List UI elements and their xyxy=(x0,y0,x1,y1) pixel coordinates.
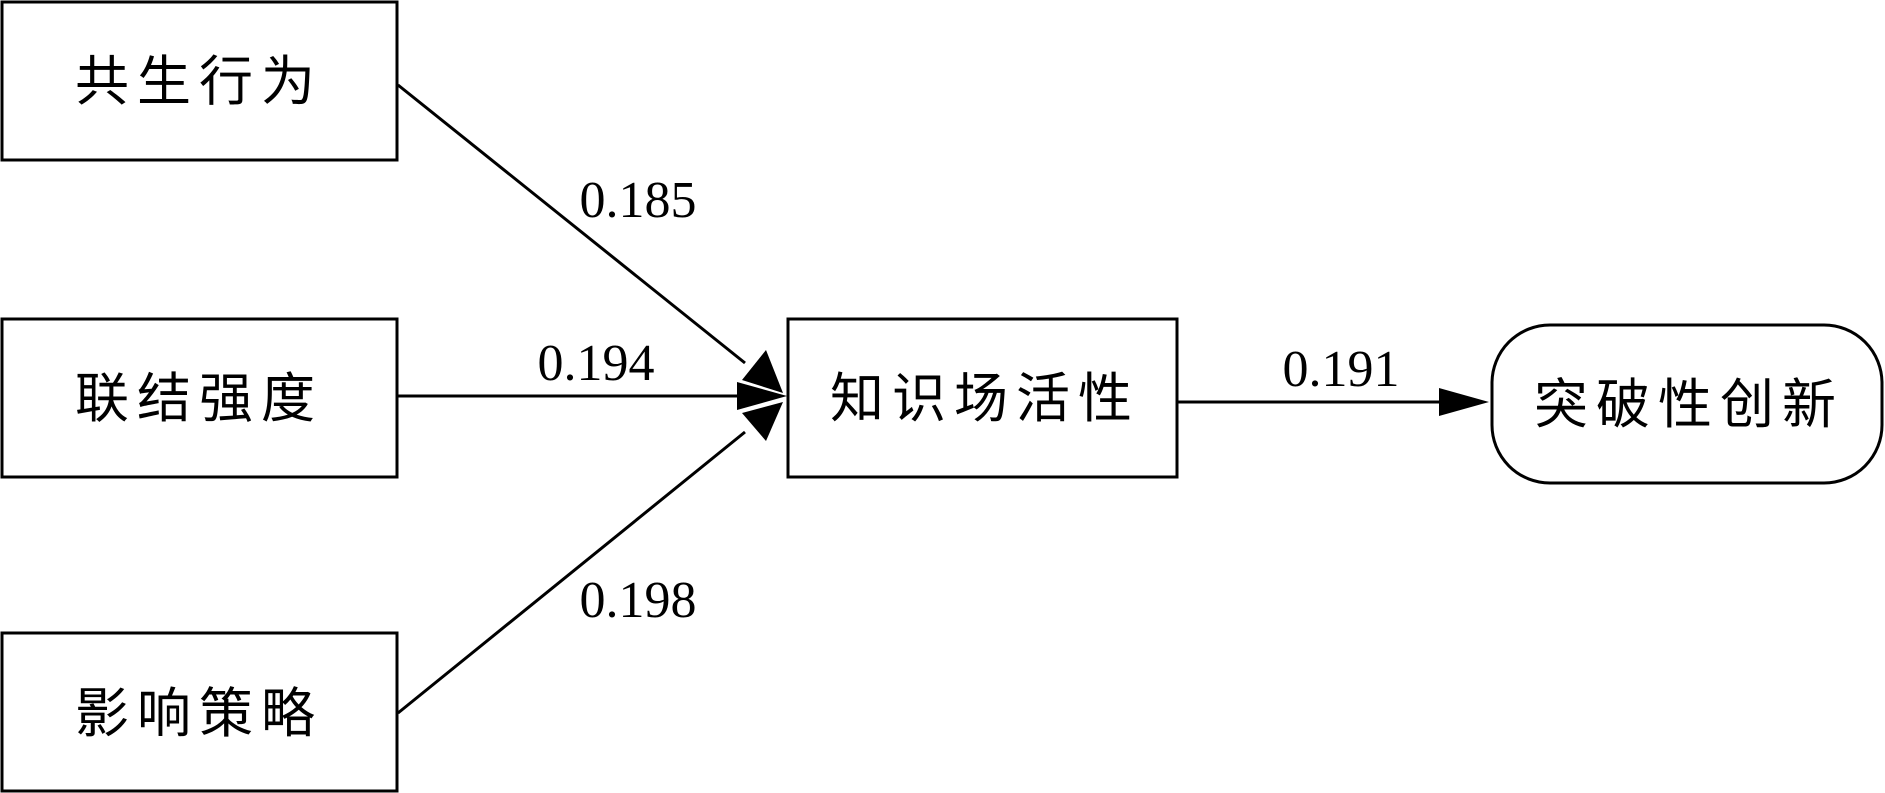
arrow-head xyxy=(742,402,783,441)
edge-label-symbiotic-to-knowledge: 0.185 xyxy=(580,172,697,229)
node-breakthrough-innovation: 突破性创新 xyxy=(1490,323,1884,485)
edge-symbiotic-to-knowledge: 0.185 xyxy=(397,83,783,393)
node-label-influence-strategy: 影响策略 xyxy=(75,682,323,745)
node-knowledge-field-activity: 知识场活性 xyxy=(786,317,1179,479)
edge-label-knowledge-to-innovation: 0.191 xyxy=(1283,341,1400,398)
node-box-rounded xyxy=(1490,323,1884,485)
node-connection-strength: 联结强度 xyxy=(0,317,399,479)
edge-knowledge-to-innovation: 0.191 xyxy=(1177,341,1489,416)
node-box xyxy=(0,317,399,479)
edge-line xyxy=(397,83,746,365)
arrow-head xyxy=(737,382,787,410)
node-influence-strategy: 影响策略 xyxy=(0,631,399,793)
edge-label-influence-to-knowledge: 0.198 xyxy=(580,572,697,629)
edge-connection-to-knowledge: 0.194 xyxy=(398,335,787,410)
edge-label-connection-to-knowledge: 0.194 xyxy=(538,335,655,392)
node-label-connection-strength: 联结强度 xyxy=(75,367,323,430)
node-label-symbiotic-behavior: 共生行为 xyxy=(75,50,323,113)
node-label-breakthrough-innovation: 突破性创新 xyxy=(1534,373,1844,436)
node-label-knowledge-field-activity: 知识场活性 xyxy=(830,367,1140,430)
node-box xyxy=(0,631,399,793)
node-box xyxy=(0,0,399,162)
edge-line xyxy=(397,430,746,715)
node-box xyxy=(786,317,1179,479)
edge-influence-to-knowledge: 0.198 xyxy=(397,402,783,715)
arrow-head xyxy=(1439,388,1489,416)
arrow-head xyxy=(742,350,783,393)
node-symbiotic-behavior: 共生行为 xyxy=(0,0,399,162)
